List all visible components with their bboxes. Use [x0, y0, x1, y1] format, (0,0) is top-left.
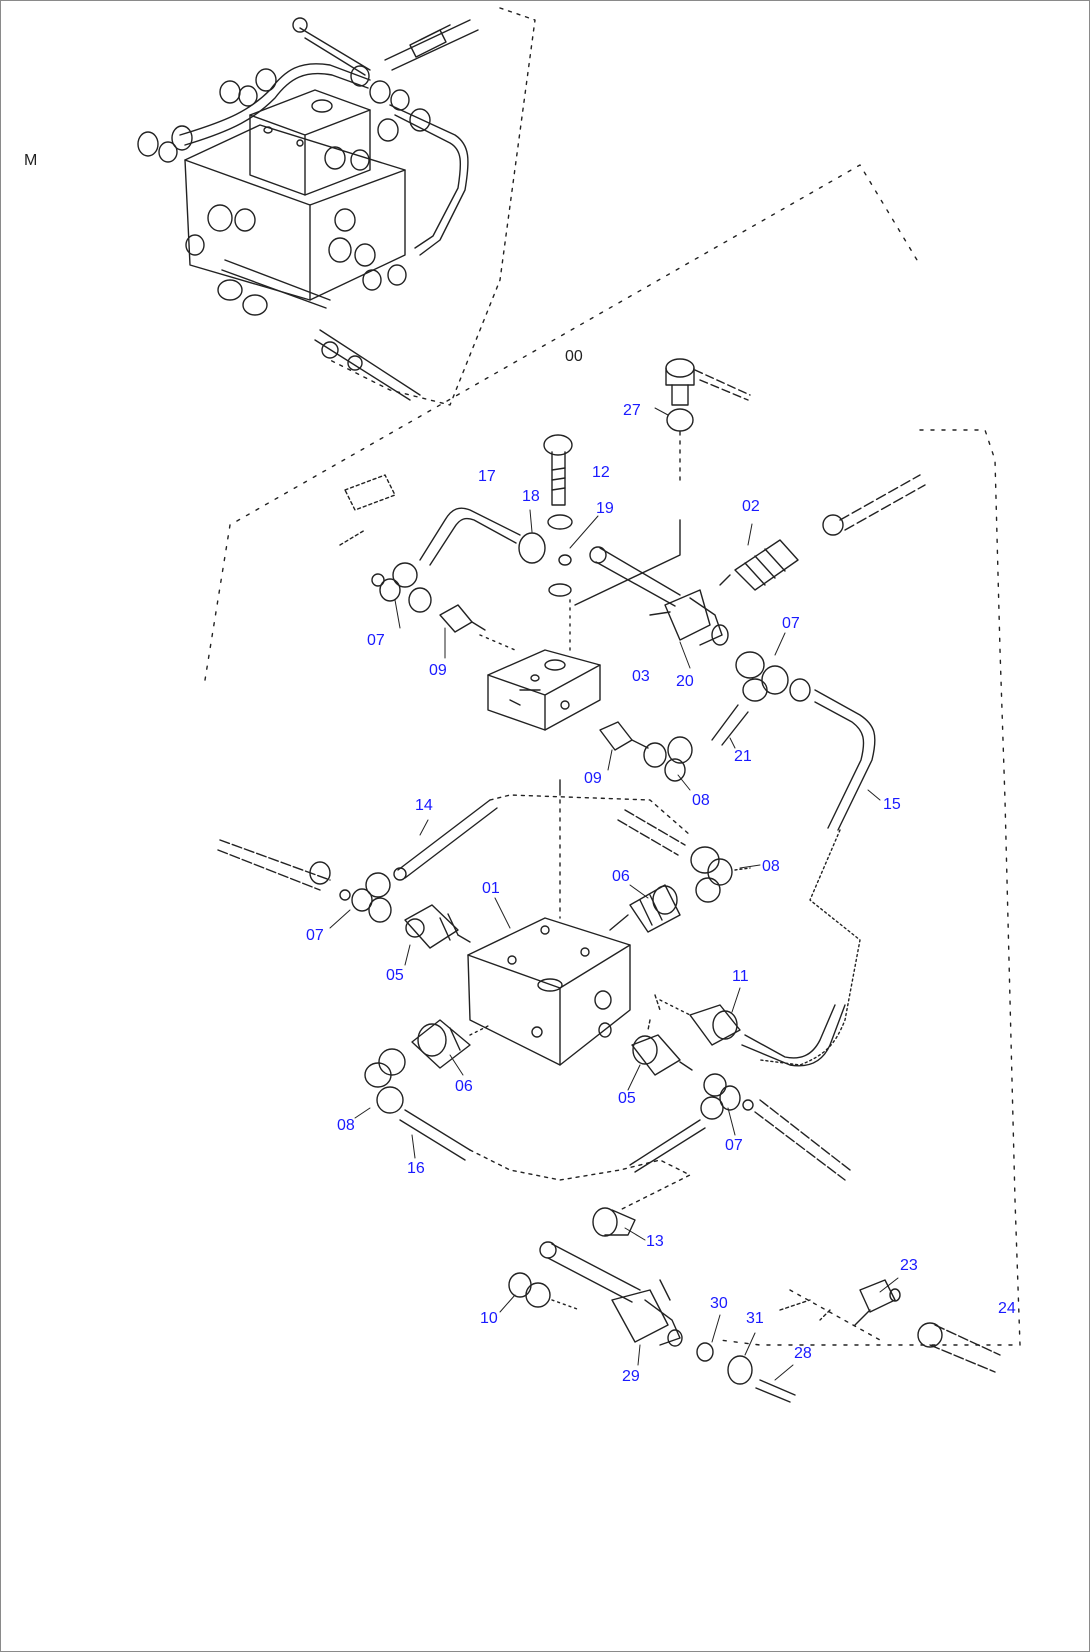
- part-label-29: 29: [622, 1368, 640, 1385]
- part-label-23: 23: [900, 1257, 918, 1274]
- part-label-05: 05: [386, 967, 404, 984]
- tee-07-lower: [629, 1073, 851, 1181]
- part-label-07: 07: [782, 615, 800, 632]
- valve-block-03: [487, 649, 601, 731]
- leader-lines: [329, 407, 899, 1381]
- part-label-17: 17: [478, 468, 496, 485]
- part-label-06: 06: [612, 868, 630, 885]
- bolt-12: [543, 434, 573, 651]
- part-label-06: 06: [455, 1078, 473, 1095]
- part-label-12: 12: [592, 464, 610, 481]
- part-label-14: 14: [415, 797, 433, 814]
- part-label-09: 09: [429, 662, 447, 679]
- adapter-09-upper: [439, 604, 516, 651]
- part-label-31: 31: [746, 1310, 764, 1327]
- part-label-01: 01: [482, 880, 500, 897]
- check-valve-06-upper: [609, 884, 681, 933]
- part-label-30: 30: [710, 1295, 728, 1312]
- coupling-02: [719, 474, 926, 591]
- part-label-13: 13: [646, 1233, 664, 1250]
- part-label-07: 07: [725, 1137, 743, 1154]
- part-label-21: 21: [734, 748, 752, 765]
- tee-07-right: [711, 651, 811, 746]
- elbow-08-upper: [690, 846, 751, 903]
- part-label-03: 03: [632, 668, 650, 685]
- sensor-27: [574, 358, 751, 606]
- part-label-24: 24: [998, 1300, 1016, 1317]
- part-label-07: 07: [367, 632, 385, 649]
- elbow-08-lower: [364, 1048, 691, 1211]
- part-label-07: 07: [306, 927, 324, 944]
- tube-14: [217, 794, 691, 891]
- part-label-09: 09: [584, 770, 602, 787]
- part-label-08: 08: [762, 858, 780, 875]
- fitting-11: [647, 994, 741, 1046]
- ring-30-31: [696, 1342, 796, 1403]
- part-label-28: 28: [794, 1345, 812, 1362]
- fitting-23-24: [779, 1279, 1001, 1373]
- tube-15: [741, 689, 876, 1067]
- part-label-20: 20: [676, 673, 694, 690]
- part-label-16: 16: [407, 1160, 425, 1177]
- valve-block-01: [467, 779, 631, 1066]
- assembled-view-m: [137, 7, 536, 406]
- fitting-10: [508, 1272, 581, 1311]
- part-label-08: 08: [337, 1117, 355, 1134]
- view-marker-label: M: [24, 152, 38, 169]
- part-label-11: 11: [732, 968, 749, 985]
- check-valve-06-lower: [411, 1019, 491, 1069]
- part-label-05: 05: [618, 1090, 636, 1107]
- check-valve-05-left: [404, 904, 471, 949]
- part-label-19: 19: [596, 500, 614, 517]
- part-label-15: 15: [883, 796, 901, 813]
- group-label: 00: [565, 348, 583, 365]
- part-label-08: 08: [692, 792, 710, 809]
- adapter-09-lower: [599, 721, 693, 782]
- adapter-13: [592, 1207, 636, 1237]
- fitting-07-upper: [371, 562, 432, 613]
- check-valve-05-lower: [631, 1034, 693, 1076]
- part-label-10: 10: [480, 1310, 498, 1327]
- tube-17: [339, 474, 546, 566]
- boundary-dashed: [204, 164, 921, 681]
- solenoid-20: [589, 546, 729, 646]
- tee-07-left: [339, 872, 392, 923]
- part-label-18: 18: [522, 488, 540, 505]
- solenoid-29: [539, 1241, 683, 1347]
- part-label-02: 02: [742, 498, 760, 515]
- part-label-27: 27: [623, 402, 641, 419]
